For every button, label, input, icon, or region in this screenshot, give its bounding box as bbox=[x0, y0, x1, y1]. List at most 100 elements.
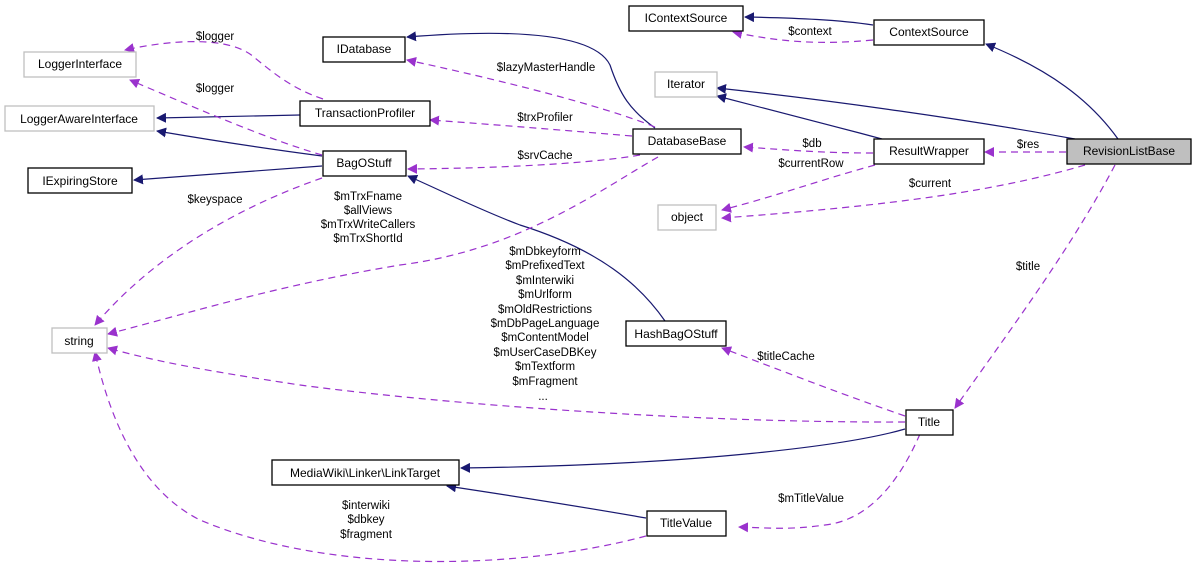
label-title-strings: $mDbkeyform $mPrefixedText $mInterwiki $… bbox=[491, 246, 600, 403]
label-line: $mPrefixedText bbox=[505, 260, 585, 272]
label-line: $mInterwiki bbox=[516, 275, 574, 287]
label-line: ... bbox=[538, 391, 548, 403]
node-iexpiringstore[interactable]: IExpiringStore bbox=[27, 167, 133, 194]
node-label: RevisionListBase bbox=[1083, 144, 1175, 158]
label-line: $mOldRestrictions bbox=[498, 304, 592, 316]
edge-titlevalue-linktarget bbox=[446, 482, 647, 519]
node-label: LoggerInterface bbox=[38, 57, 122, 71]
label-line: $mTrxWriteCallers bbox=[321, 219, 416, 231]
label-line: $mUserCaseDBKey bbox=[494, 347, 597, 359]
label-current-row: $currentRow bbox=[778, 158, 844, 170]
label-tv-strings: $interwiki $dbkey $fragment bbox=[340, 500, 393, 541]
node-transactionprofiler[interactable]: TransactionProfiler bbox=[299, 100, 431, 127]
label-logger-tp: $logger bbox=[196, 31, 235, 43]
edge-revisionlistbase-iterator bbox=[716, 83, 1076, 140]
label-line: $mDbPageLanguage bbox=[491, 318, 600, 330]
node-label: TransactionProfiler bbox=[315, 106, 415, 120]
node-string[interactable]: string bbox=[51, 327, 108, 354]
edge-title-hashbagostuff bbox=[721, 346, 906, 417]
node-bagostuff[interactable]: BagOStuff bbox=[322, 150, 407, 177]
edge-bagostuff-iexpiringstore bbox=[133, 165, 323, 185]
label-line: $allViews bbox=[344, 205, 393, 217]
label-title: $title bbox=[1016, 261, 1040, 273]
node-label: IDatabase bbox=[337, 42, 392, 56]
edge-databasebase-transactionprofiler bbox=[429, 115, 633, 137]
label-line: $mDbkeyform bbox=[509, 246, 581, 258]
label-keyspace: $keyspace bbox=[188, 194, 243, 206]
node-label: ContextSource bbox=[889, 25, 969, 39]
label-line: $mTrxFname bbox=[334, 191, 402, 203]
label-db: $db bbox=[802, 138, 821, 150]
node-loggerinterface[interactable]: LoggerInterface bbox=[23, 51, 137, 78]
label-logger-bag: $logger bbox=[196, 83, 235, 95]
node-label: LoggerAwareInterface bbox=[20, 112, 138, 126]
edge-title-string bbox=[107, 345, 906, 423]
label-title-cache: $titleCache bbox=[757, 351, 815, 363]
edge-databasebase-string bbox=[107, 156, 659, 337]
edge-resultwrapper-databasebase bbox=[743, 142, 874, 154]
node-hashbagostuff[interactable]: HashBagOStuff bbox=[625, 320, 727, 347]
node-resultwrapper[interactable]: ResultWrapper bbox=[873, 138, 985, 165]
node-revisionlistbase[interactable]: RevisionListBase bbox=[1066, 138, 1192, 165]
label-lazy-master-handle: $lazyMasterHandle bbox=[497, 62, 595, 74]
edge-titlevalue-string bbox=[92, 351, 647, 563]
edge-databasebase-bagostuff bbox=[407, 154, 641, 174]
nodes: IContextSource ContextSource IDatabase L… bbox=[4, 5, 1192, 537]
edge-revisionlistbase-title bbox=[954, 164, 1116, 409]
node-linktarget[interactable]: MediaWiki\Linker\LinkTarget bbox=[271, 459, 460, 486]
usage-edges bbox=[92, 28, 1116, 563]
edge-contextsource-icontextsource bbox=[744, 12, 874, 26]
edge-bagostuff-string bbox=[94, 177, 323, 326]
node-label: Title bbox=[918, 415, 941, 429]
label-line: $mFragment bbox=[512, 376, 578, 388]
node-label: TitleValue bbox=[660, 516, 712, 530]
edge-revisionlistbase-object bbox=[721, 164, 1086, 223]
edge-resultwrapper-iterator bbox=[716, 93, 883, 140]
node-label: object bbox=[671, 210, 704, 224]
label-line: $fragment bbox=[340, 529, 393, 541]
edge-databasebase-idatabase-lazy bbox=[406, 57, 656, 128]
edge-labels: $logger $logger $lazyMasterHandle $conte… bbox=[188, 26, 1041, 541]
node-title[interactable]: Title bbox=[905, 409, 954, 436]
node-label: BagOStuff bbox=[336, 156, 392, 170]
label-line: $mTextform bbox=[515, 361, 575, 373]
node-titlevalue[interactable]: TitleValue bbox=[646, 510, 727, 537]
node-label: Iterator bbox=[667, 77, 705, 91]
label-line: $mUrlform bbox=[518, 289, 572, 301]
edge-transactionprofiler-loggerawareinterface bbox=[156, 112, 301, 123]
node-contextsource[interactable]: ContextSource bbox=[873, 19, 985, 46]
edge-databasebase-idatabase bbox=[406, 31, 656, 129]
label-context: $context bbox=[788, 26, 832, 38]
edge-transactionprofiler-loggerinterface bbox=[124, 41, 324, 100]
node-label: IExpiringStore bbox=[42, 174, 118, 188]
label-trx-profiler: $trxProfiler bbox=[517, 112, 573, 124]
label-m-title-value: $mTitleValue bbox=[778, 493, 844, 505]
node-databasebase[interactable]: DatabaseBase bbox=[632, 128, 742, 155]
node-label: ResultWrapper bbox=[889, 144, 969, 158]
label-srv-cache: $srvCache bbox=[518, 150, 573, 162]
node-icontextsource[interactable]: IContextSource bbox=[628, 5, 744, 32]
node-label: IContextSource bbox=[645, 11, 728, 25]
edge-contextsource-icontextsource-context bbox=[732, 28, 874, 43]
label-current: $current bbox=[909, 178, 952, 190]
edge-title-linktarget bbox=[460, 428, 906, 473]
edge-title-titlevalue bbox=[738, 433, 921, 533]
label-res: $res bbox=[1017, 139, 1040, 151]
node-iterator[interactable]: Iterator bbox=[654, 71, 718, 98]
label-line: $dbkey bbox=[347, 514, 384, 526]
node-label: HashBagOStuff bbox=[634, 327, 718, 341]
node-idatabase[interactable]: IDatabase bbox=[322, 36, 406, 63]
label-line: $interwiki bbox=[342, 500, 390, 512]
label-line: $mContentModel bbox=[501, 332, 589, 344]
node-loggerawareinterface[interactable]: LoggerAwareInterface bbox=[4, 105, 155, 132]
node-label: string bbox=[64, 334, 93, 348]
edge-resultwrapper-object bbox=[721, 164, 876, 213]
edge-hashbagostuff-bagostuff bbox=[407, 175, 666, 322]
edge-revisionlistbase-contextsource bbox=[985, 42, 1119, 140]
label-line: $mTrxShortId bbox=[333, 233, 402, 245]
node-object[interactable]: object bbox=[657, 204, 717, 231]
inheritance-edges bbox=[133, 12, 1119, 519]
label-db-strings: $mTrxFname $allViews $mTrxWriteCallers $… bbox=[321, 191, 416, 245]
edge-bagostuff-loggerawareinterface bbox=[156, 127, 323, 157]
